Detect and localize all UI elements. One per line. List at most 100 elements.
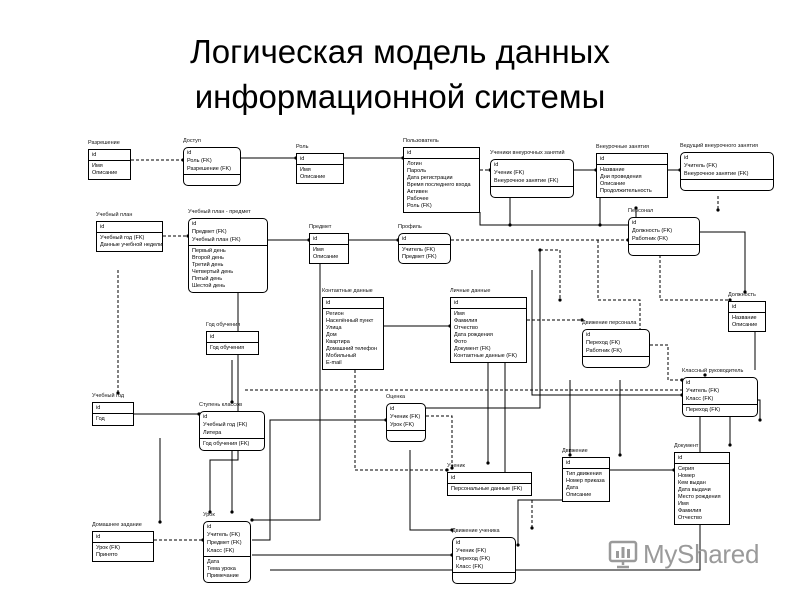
entity-key-field: Урок (FK): [390, 422, 414, 428]
entity-name: Домашнее задание: [92, 522, 142, 528]
entity-key-field: Предмет (FK): [207, 540, 242, 546]
entity-attribute: Регион: [326, 311, 344, 317]
entity-attribute: Четвертый день: [192, 269, 234, 275]
entity-attribute-section: [491, 187, 573, 197]
entity-key-field: id: [454, 300, 459, 306]
entity-key-section: id: [404, 148, 479, 159]
entity-key-section: id: [89, 150, 130, 161]
relationship-line: [409, 450, 452, 531]
entity-attribute: Данные учебной недели: [100, 242, 163, 248]
entity-key-field: id: [678, 455, 683, 461]
entity-name: Движение ученика: [452, 528, 500, 534]
entity-name: Движение персонала: [582, 320, 637, 326]
entity-key-field: Ученик (FK): [456, 548, 487, 554]
entity-attribute: Предмет (FK): [402, 254, 437, 260]
entity-key-field: Учитель (FK): [207, 532, 241, 538]
relationship-end-dot: [445, 468, 449, 472]
entity-attribute: Первый день: [192, 248, 226, 254]
entity-key-field: Внеурочное занятие (FK): [684, 171, 749, 177]
entity-key-field: id: [686, 380, 691, 386]
entity-attribute-section: Год обучения (FK): [200, 439, 264, 450]
relationship-end-dot: [516, 543, 520, 547]
entity-key-section: id: [207, 332, 258, 343]
entity-attribute: Мобильный: [326, 353, 357, 359]
entity-attribute: Время последнего входа: [407, 182, 471, 188]
relationship-end-dot: [208, 510, 212, 514]
entity-key-section: id: [563, 458, 609, 469]
entity-attribute-section: [681, 180, 773, 190]
relationship-end-dot: [758, 418, 762, 422]
entity-key-field: id: [684, 155, 689, 161]
entity-key-field: Внеурочное занятие (FK): [494, 178, 559, 184]
entity-key-field: id: [451, 475, 456, 481]
entity-key-field: id: [203, 414, 208, 420]
entity-attribute-section: [387, 431, 425, 441]
entity-attribute: Описание: [600, 181, 626, 187]
entity-attribute: Фамилия: [454, 318, 478, 324]
entity-key-field: Класс (FK): [456, 564, 484, 570]
entity-attribute: Улица: [326, 325, 342, 331]
relationship-end-dot: [450, 528, 454, 532]
relationship-end-dot: [598, 223, 602, 227]
entity-key-field: id: [494, 162, 499, 168]
entity-attribute: Дом: [326, 332, 337, 338]
relationship-line: [252, 419, 386, 541]
entity-attribute: Место рождения: [678, 494, 721, 500]
entity-key-field: Ученик (FK): [390, 414, 421, 420]
relationship-end-dot: [508, 223, 512, 227]
entity-attribute: Описание: [313, 254, 339, 260]
relationship-end-dot: [703, 373, 707, 377]
relationship-end-dot: [728, 443, 732, 447]
entity-attribute: Год обучения (FK): [203, 441, 250, 447]
relationship-end-dot: [486, 461, 490, 465]
entity-name: Учебный план: [96, 212, 133, 218]
entity-key-field: id: [210, 334, 215, 340]
entity-attribute: Серия: [678, 466, 695, 472]
entity-key-field: Учебный год (FK): [203, 422, 248, 428]
relationship-line: [650, 344, 682, 381]
entity-key-field: id: [207, 524, 212, 530]
entity-key-field: Переход (FK): [586, 340, 621, 346]
relationship-end-dot: [530, 526, 534, 530]
entity-name: Год обучения: [206, 322, 241, 328]
entity-attribute: Фамилия: [678, 508, 702, 514]
relationship-end-dot: [250, 518, 254, 522]
entity-name: Ученик: [447, 463, 465, 469]
relationship-line: [354, 330, 447, 471]
entity-attribute-section: Урок (FK)Принято: [93, 543, 153, 561]
entity-attribute: Дата: [207, 559, 220, 565]
entity-attribute: Имя: [678, 501, 689, 507]
entity-name: Профиль: [398, 224, 422, 230]
entity-attribute: Описание: [300, 174, 326, 180]
entity-attribute: Контактные данные (FK): [454, 353, 517, 359]
entity-attribute: Роль (FK): [407, 203, 432, 209]
entity-attribute-section: [629, 245, 699, 255]
entity-key-field: Класс (FK): [686, 396, 714, 402]
entity-key-field: Разрешение (FK): [187, 166, 231, 172]
entity-attribute: Номер приказа: [566, 478, 605, 484]
entity-key-field: id: [187, 150, 192, 156]
relationship-line: [540, 249, 561, 300]
entity-attribute: Отчество: [454, 325, 478, 331]
entity-name: Предмет: [309, 224, 332, 230]
relationship-end-dot: [558, 298, 562, 302]
